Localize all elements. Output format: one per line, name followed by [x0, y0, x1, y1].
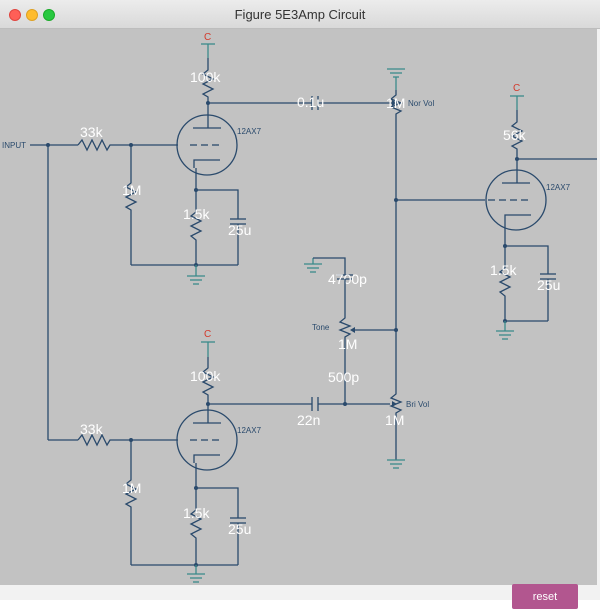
v2-grid-leak-resistor [124, 440, 138, 565]
tone-value-label: 1M [338, 336, 357, 352]
v1-grid-resistor-label: 33k [80, 124, 104, 140]
v3-cathode-resistor [498, 246, 512, 321]
v3-cathode-resistor-label: 1.5k [490, 262, 517, 278]
nor-vol-value-label: 1M [386, 95, 405, 111]
tone-pot [338, 279, 352, 404]
tone-ground-icon [304, 258, 322, 273]
v3-plate-resistor-label: 56k [503, 127, 527, 143]
bright-cap-label: 500p [328, 369, 359, 385]
bri-vol-label: Bri Vol [406, 400, 429, 409]
v2-cathode-cap-label: 25u [228, 521, 251, 537]
v2-plate-resistor [201, 357, 215, 423]
v1-supply-label: C [204, 32, 211, 43]
v1-tube [176, 114, 238, 176]
bri-vol-value-label: 1M [385, 412, 404, 428]
v1-cathode-resistor [189, 190, 203, 265]
v2-grid-resistor-label: 33k [80, 421, 104, 437]
v2-cathode-resistor-label: 1.5k [183, 505, 210, 521]
v2-tube-label: 12AX7 [237, 426, 262, 435]
v2-supply-label: C [204, 329, 211, 340]
v1-grid-leak-label: 1M [122, 182, 141, 198]
circuit-canvas: INPUT 33k 1M 12AX7 C [0, 29, 597, 609]
nor-vol-pot [389, 90, 403, 200]
v1-plate-resistor [201, 58, 215, 128]
tone-label: Tone [312, 323, 330, 332]
v3-cathode-cap-label: 25u [537, 277, 560, 293]
v3-ground-icon [496, 321, 514, 340]
v2-plate-resistor-label: 100k [190, 368, 221, 384]
v2-coupling-cap-label: 22n [297, 412, 320, 428]
window-title: Figure 5E3Amp Circuit [234, 7, 366, 22]
v2-ground-icon [187, 565, 205, 583]
v2-cathode-resistor [189, 488, 203, 565]
v1-grid-leak-resistor [124, 145, 138, 265]
v1-tube-label: 12AX7 [237, 127, 262, 136]
nor-vol-ground-icon [387, 68, 405, 90]
v1-ground-icon [187, 265, 205, 285]
circuit-diagram: INPUT 33k 1M 12AX7 C [2, 32, 597, 583]
v3-tube [485, 169, 547, 231]
maximize-button[interactable] [43, 9, 55, 21]
title-bar: Figure 5E3Amp Circuit [0, 0, 600, 29]
reset-button[interactable]: reset [512, 584, 578, 609]
minimize-button[interactable] [26, 9, 38, 21]
v1-grid-resistor [77, 138, 178, 152]
close-button[interactable] [9, 9, 21, 21]
tone-cap-label: 4700p [328, 271, 367, 287]
v1-cathode-cap-label: 25u [228, 222, 251, 238]
v2-grid-leak-label: 1M [122, 480, 141, 496]
v3-supply-label: C [513, 83, 520, 94]
v2-grid-resistor [77, 433, 178, 447]
v1-cathode-resistor-label: 1.5k [183, 206, 210, 222]
input-wiring [30, 143, 78, 441]
v1-plate-resistor-label: 100k [190, 69, 221, 85]
v3-tube-label: 12AX7 [546, 183, 571, 192]
nor-vol-label: Nor Vol [408, 99, 434, 108]
input-label: INPUT [2, 141, 26, 150]
v1-coupling-cap-label: 0.1u [297, 94, 324, 110]
bri-vol-ground-icon [387, 459, 405, 469]
v3-plate-resistor [510, 110, 524, 183]
v2-tube [176, 409, 238, 471]
